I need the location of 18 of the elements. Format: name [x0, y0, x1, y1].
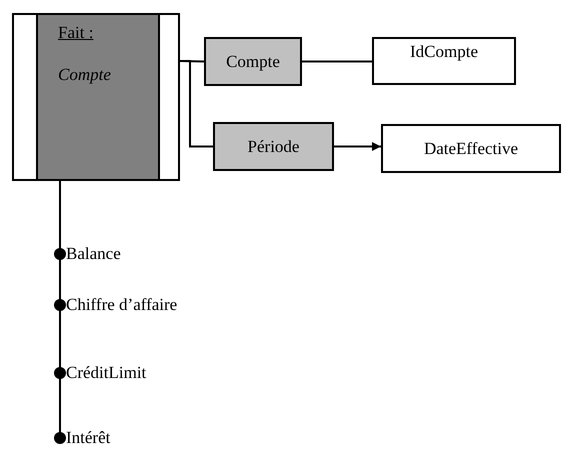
dimension-box — [204, 37, 302, 86]
box-label: Compte — [226, 52, 280, 72]
attribute-box — [381, 124, 561, 173]
dimension-box — [213, 122, 334, 171]
fact-table-box — [12, 13, 180, 181]
measure-label: CréditLimit — [66, 363, 146, 383]
measure-label: Intérêt — [66, 428, 110, 448]
attribute-box — [372, 37, 516, 85]
box-label: DateEffective — [424, 138, 518, 158]
arrow — [334, 142, 381, 151]
fact-name: Compte — [58, 65, 111, 85]
connector-line — [302, 60, 372, 62]
fact-heading: Fait : — [58, 23, 94, 43]
box-label: Période — [248, 136, 300, 156]
box-label: IdCompte — [410, 42, 478, 62]
measure-label: Chiffre d’affaire — [66, 295, 178, 315]
connector-line — [180, 60, 213, 148]
measure-label: Balance — [66, 244, 121, 264]
